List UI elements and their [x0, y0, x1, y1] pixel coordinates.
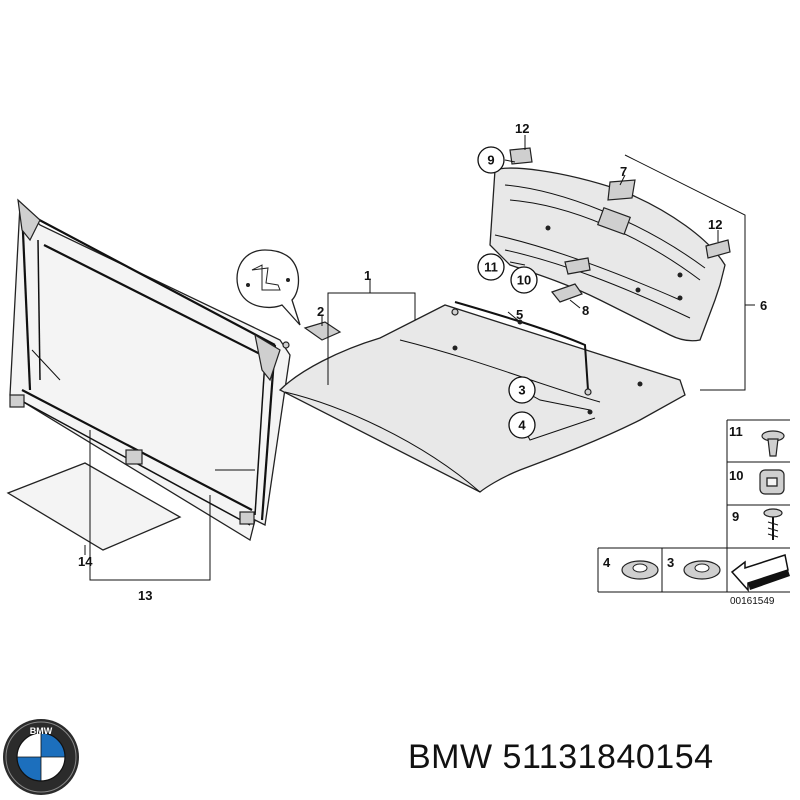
legend-label-4: 4: [603, 555, 611, 570]
label-4: 4: [518, 418, 526, 433]
direction-arrow-icon: [730, 554, 789, 592]
clip-part-2: [303, 321, 342, 341]
label-9: 9: [487, 153, 494, 168]
cargo-net-frame: [9, 198, 291, 542]
legend-panel: [597, 419, 790, 593]
label-12-right: 12: [708, 217, 722, 232]
diagram-id: 00161549: [730, 596, 775, 607]
floor-panel: [278, 304, 686, 493]
label-13: 13: [138, 588, 152, 603]
label-7: 7: [620, 164, 627, 179]
label-6: 6: [760, 298, 767, 313]
label-3: 3: [518, 383, 525, 398]
bmw-logo: BMW: [3, 719, 79, 795]
label-12-top: 12: [515, 121, 529, 136]
bmw-logo-text: BMW: [30, 726, 53, 736]
label-8: 8: [582, 303, 589, 318]
floor-mat: [6, 462, 182, 551]
detail-bubble: [236, 249, 301, 326]
label-14: 14: [78, 554, 93, 569]
legend-label-9: 9: [732, 509, 739, 524]
label-1: 1: [364, 268, 371, 283]
legend-label-11: 11: [729, 424, 743, 439]
label-5: 5: [516, 307, 523, 322]
label-11: 11: [484, 260, 498, 275]
label-2: 2: [317, 304, 324, 319]
rear-trim-panel: [489, 147, 731, 342]
label-10: 10: [517, 273, 531, 288]
legend-label-3: 3: [667, 555, 674, 570]
legend-label-10: 10: [729, 468, 743, 483]
brand-part-number: BMW 51131840154: [408, 738, 714, 776]
